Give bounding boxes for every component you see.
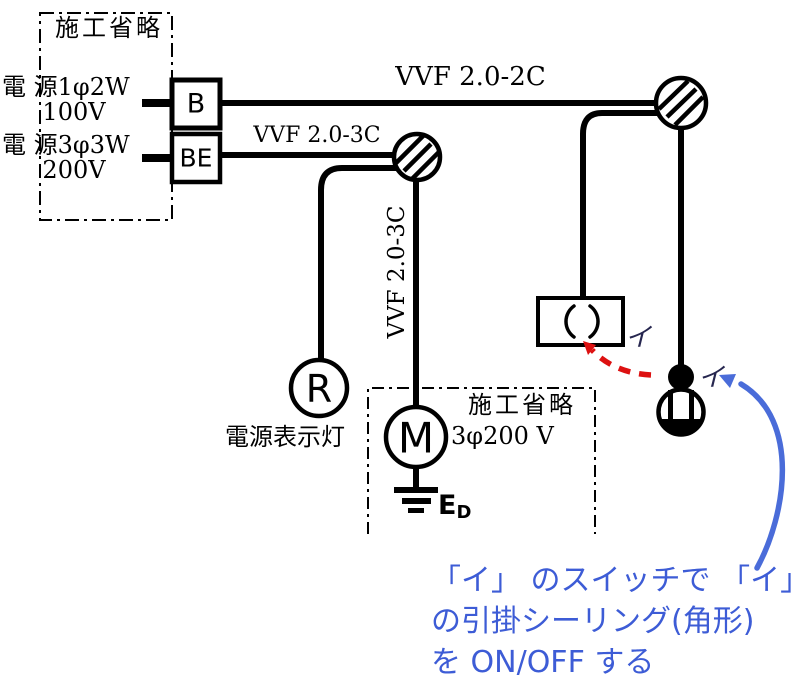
wire-to-lamp	[318, 165, 396, 361]
cable-label-vertical: VVF 2.0-3C	[384, 205, 410, 339]
cable-label-mid: VVF 2.0-3C	[253, 123, 381, 148]
motor-letter: M	[398, 414, 434, 463]
breaker-label: B	[187, 89, 206, 120]
omission-box-bottom	[367, 387, 596, 534]
ceiling-rose-box	[536, 296, 625, 347]
breaker-box	[169, 77, 223, 131]
switch-circuit-mark: イ	[698, 363, 725, 393]
cable-label-top: VVF 2.0-2C	[395, 62, 546, 92]
motor-circle	[383, 404, 449, 470]
omission-label-top: 施工省略	[55, 14, 163, 42]
ground-bar-1	[394, 487, 438, 493]
source1-name: 電 源1φ2W	[2, 73, 130, 101]
outlet-bar-right	[689, 390, 694, 421]
source2-voltage: 200V	[42, 156, 106, 184]
ceiling-rose-paren-left	[564, 304, 576, 339]
rose-circuit-mark: イ	[625, 323, 652, 353]
blue-annotation-arrow	[738, 381, 786, 571]
ceiling-rose-paren-right	[588, 304, 600, 339]
ground-label: ED	[438, 490, 471, 523]
ground-label-main: E	[438, 490, 457, 521]
outlet-bar-left	[668, 390, 673, 421]
annotation-note: 「イ」 のスイッチで 「イ」 の引掛シーリング(角形) を ON/OFF する	[431, 560, 792, 683]
motor-rating: 3φ200 V	[451, 422, 554, 450]
pilot-lamp-caption: 電源表示灯	[225, 423, 345, 451]
source2-name: 電 源3φ3W	[2, 131, 130, 159]
omission-label-bottom: 施工省略	[468, 391, 576, 419]
pilot-lamp-letter: R	[306, 367, 332, 411]
outlet-wall-fill	[659, 419, 703, 435]
wire-to-ceiling-rose	[580, 110, 658, 298]
annotation-line-3: を ON/OFF する	[431, 645, 655, 680]
earth-leakage-breaker-label: BE	[180, 144, 213, 173]
annotation-line-1: 「イ」 のスイッチで 「イ」	[431, 563, 792, 598]
switch-symbol	[668, 364, 694, 390]
junction-box-right-hatch	[657, 79, 705, 127]
ground-bar-2	[402, 498, 431, 504]
earth-leakage-breaker-box	[169, 131, 223, 185]
source1-voltage: 100V	[42, 98, 106, 126]
ground-bar-3	[408, 508, 424, 513]
junction-box-middle-hatch	[394, 134, 440, 180]
annotation-line-2: の引掛シーリング(角形)	[431, 604, 755, 639]
red-dashed-arrow	[590, 348, 652, 378]
red-arrowhead-icon	[583, 341, 596, 355]
ground-label-sub: D	[456, 502, 472, 524]
pilot-lamp-circle	[288, 357, 350, 419]
blue-arrowhead-icon	[719, 374, 736, 388]
